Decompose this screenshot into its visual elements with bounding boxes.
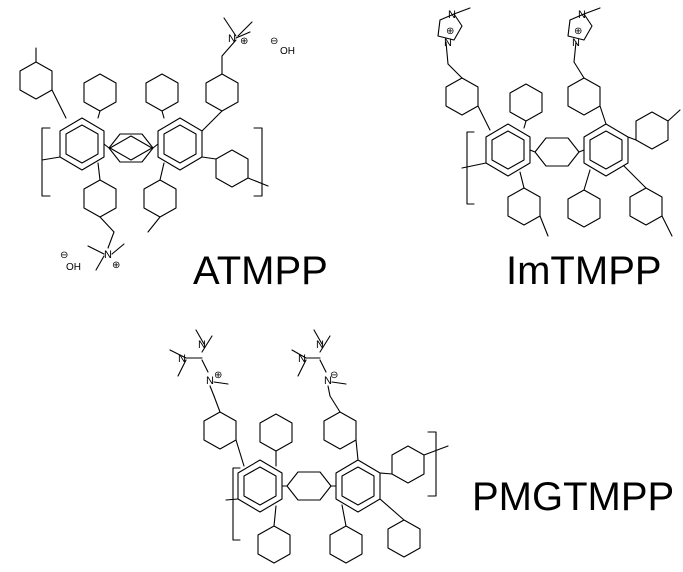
- ring-top-left: [19, 61, 53, 100]
- ring-pmg-bottom-phenyl-2: [387, 519, 421, 558]
- ring-im-bottom-phenyl-2: [629, 187, 663, 226]
- ring-bottom-tolyl: [143, 179, 177, 218]
- ring-linker-im: [534, 137, 580, 167]
- atmpp-top-charge: ⊕: [240, 36, 248, 47]
- im-n4-label: N: [572, 37, 580, 49]
- im-charge-1: ⊕: [446, 26, 454, 37]
- ring-im-bottom-phenyl-1: [567, 189, 601, 228]
- structure-atmpp: N ⊕ ⊖ OH N ⊕ ⊖ OH: [19, 17, 295, 273]
- ring-core-pmg-1: [237, 459, 283, 513]
- bracket-left-im: [466, 131, 475, 205]
- imidazolium-ring-2: [567, 13, 593, 41]
- ring-pmg-bottom-phenyl-1: [329, 525, 363, 564]
- atmpp-bottom-oh-charge: ⊖: [60, 250, 68, 261]
- im-n3-label: N: [578, 9, 586, 21]
- ring-pmg-phenyl-top: [259, 413, 293, 452]
- pmg-n-left-1: N: [178, 353, 186, 365]
- ring-core-im-1-inner: [491, 130, 525, 170]
- ring-right-tolyl: [215, 149, 249, 188]
- imidazolium-ring-1: [437, 13, 463, 41]
- ring-im-benzyl-2: [567, 77, 601, 116]
- ring-linker: [109, 135, 153, 161]
- label-atmpp: ATMPP: [193, 249, 328, 293]
- label-pmgtmpp: PMGTMPP: [472, 475, 675, 519]
- bracket-left: [41, 127, 51, 197]
- atmpp-bottom-n: N: [104, 249, 112, 261]
- im-n1-label: N: [448, 9, 456, 21]
- ring-top-phenyl-2: [145, 73, 179, 112]
- atmpp-bottom-charge: ⊕: [112, 260, 120, 271]
- bracket-left-pmg: [232, 467, 241, 541]
- pmg-n-right-3: N: [324, 375, 332, 387]
- ring-core-im-2: [583, 123, 629, 177]
- pmg-n-right-1: N: [298, 353, 306, 365]
- pmg-minus: ⊖: [330, 370, 338, 381]
- pmg-plus: ⊕: [214, 370, 222, 381]
- im-n2-label: N: [444, 37, 452, 49]
- ring-im-bottom-tolyl: [507, 187, 541, 226]
- ring-core-pmg-2-inner: [341, 466, 375, 506]
- ring-core-im-2-inner: [589, 130, 623, 170]
- ring-pmg-benzyl-2: [323, 411, 357, 450]
- atmpp-top-oh-charge: ⊖: [270, 36, 278, 47]
- pmg-n-left-3: N: [206, 375, 214, 387]
- bracket-right: [253, 127, 263, 197]
- ring-top-phenyl-1: [83, 73, 117, 112]
- pmg-n-left-2: N: [198, 339, 206, 351]
- ring-core-1: [59, 117, 105, 171]
- structure-imtmpp: N N ⊕ N N ⊕: [437, 7, 681, 237]
- ring-linker-hex: [108, 133, 154, 163]
- atmpp-top-n: N: [228, 33, 236, 45]
- ring-core-2: [157, 117, 203, 171]
- ring-core-pmg-2: [335, 459, 381, 513]
- pmg-n-right-2: N: [316, 339, 324, 351]
- ring-core-2-inner: [163, 124, 197, 164]
- ring-core-1-inner: [65, 124, 99, 164]
- ring-im-right-tolyl: [635, 111, 669, 150]
- ring-linker-pmg: [286, 471, 332, 501]
- label-imtmpp: ImTMPP: [506, 249, 662, 293]
- ring-core-pmg-1-inner: [243, 466, 277, 506]
- atmpp-top-oh: OH: [280, 46, 295, 57]
- ring-pmg-benzyl-1: [203, 411, 237, 450]
- bracket-right-pmg: [427, 431, 437, 497]
- ring-im-phenyl-top: [509, 83, 543, 122]
- ring-core-im-1: [485, 123, 531, 177]
- structure-pmgtmpp: N N N ⊕ N N N ⊖: [169, 329, 449, 564]
- ring-im-benzyl-1: [445, 77, 479, 116]
- ring-pmg-bottom-tolyl: [257, 525, 291, 564]
- atmpp-bottom-oh: OH: [66, 262, 81, 273]
- im-charge-2: ⊕: [574, 26, 582, 37]
- ring-pmg-right-tolyl: [391, 445, 425, 484]
- ring-bottom-benzyl: [83, 179, 117, 218]
- ring-top-benzyl: [205, 73, 239, 112]
